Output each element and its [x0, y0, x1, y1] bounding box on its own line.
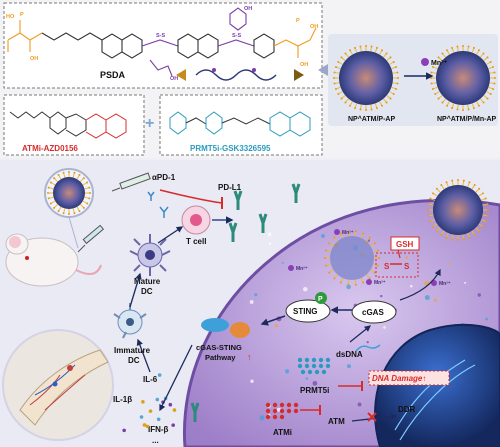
mn-ion-icon: [421, 58, 429, 66]
dna-damage-label: DNA Damage↑: [372, 374, 426, 383]
np-left-particle: [333, 45, 399, 111]
mouse-illustration: [5, 233, 102, 287]
psda-label: PSDA: [100, 70, 126, 80]
svg-text:Mn²⁺: Mn²⁺: [342, 230, 354, 236]
injection-syringe: [77, 224, 105, 253]
prmt5i-molecules: [297, 357, 331, 375]
dc-to-tcell-arrow: [157, 226, 184, 244]
immature-dc: [113, 303, 147, 339]
pd-l1-label: PD-L1: [218, 183, 242, 192]
sting-label: STING: [293, 307, 317, 316]
polymer-chain-graphic: [176, 68, 304, 81]
cytokine-particles: [122, 373, 177, 433]
dsdna-strand: [355, 344, 381, 352]
ss-labels: S-S S-S OH OH: [156, 6, 252, 82]
gsh-label: GSH: [396, 240, 414, 249]
atmi-molecules: [265, 402, 299, 420]
ddr-label: DDR: [398, 405, 416, 414]
phosphonate-groups: HO P OH P OH OH: [6, 12, 318, 68]
atmi-structure: [9, 111, 127, 139]
blocked-x-mark: [367, 412, 377, 422]
anti-pd1-block-line: [159, 189, 223, 204]
t-cell: [181, 205, 211, 235]
cgas-label: cGAS: [362, 308, 384, 317]
prmt5i-label: PRMT5i: [300, 386, 329, 395]
il6-label: IL-6: [143, 375, 158, 384]
ellipsis-label: ...: [152, 436, 159, 445]
disulfide-box: [375, 252, 419, 278]
atmi-box: [3, 94, 145, 156]
svg-text:Mn²⁺: Mn²⁺: [374, 280, 386, 286]
svg-text:OH: OH: [310, 24, 318, 30]
disulfide-s2: S: [404, 262, 410, 271]
svg-text:HO: HO: [6, 14, 15, 20]
mn-ion-label: Mn²⁺: [431, 60, 447, 67]
svg-text:Mn²⁺: Mn²⁺: [439, 281, 451, 287]
bone-tumor-inset: [2, 329, 114, 441]
dsdna-label: dsDNA: [336, 350, 363, 359]
gsh-cleave-line: [397, 249, 401, 259]
np-left-label: NP^ATM/P-AP: [348, 115, 395, 123]
antibody-icons: [147, 191, 169, 218]
mn-to-cgas-arrow: [399, 268, 441, 301]
np-right-label: NP^ATM/P/Mn-AP: [437, 115, 497, 123]
cytokine-to-dc-arrow: [136, 338, 151, 373]
maturation-arrow: [129, 272, 142, 308]
disulfide-s1: S: [384, 262, 390, 271]
np-panel-pointer: [318, 64, 328, 76]
t-cell-label: T cell: [186, 237, 206, 246]
prmt5i-compound-label: PRMT5i-GSK3326595: [190, 144, 271, 153]
prmt5i-box: [159, 94, 323, 156]
prmt5i-structure: [169, 111, 311, 137]
phospho-label: P: [318, 296, 323, 303]
atm-label: ATM: [328, 417, 345, 426]
sting-node: [285, 299, 331, 323]
dsdna-to-cgas-arrow: [349, 325, 372, 343]
membrane-proteins: [190, 183, 301, 422]
svg-text:OH: OH: [30, 56, 38, 62]
svg-text:OH: OH: [300, 62, 308, 68]
atmi-label: ATMi: [273, 428, 292, 437]
pathway-proteins-icon: [201, 318, 250, 338]
atmi-compound-label: ATMi-AZD0156: [22, 144, 78, 153]
sting-to-pathway-arrow: [260, 315, 286, 326]
svg-text:P: P: [20, 12, 24, 18]
svg-text:Mn²⁺: Mn²⁺: [296, 266, 308, 272]
mature-dc: [129, 234, 171, 276]
anti-pd1-label: αPD-1: [152, 173, 176, 182]
svg-text:OH: OH: [244, 6, 252, 12]
psda-structure: [7, 7, 317, 77]
cgas-node: [351, 300, 397, 324]
il1b-label: IL-1β: [113, 395, 132, 404]
dna-helix: [394, 359, 476, 441]
pathway-to-cytokines-arrow: [159, 344, 193, 412]
pathway-up-arrow: ↑: [247, 352, 252, 362]
np-right-particle: [430, 45, 496, 111]
svg-text:OH: OH: [170, 76, 178, 82]
svg-text:S-S: S-S: [156, 33, 166, 39]
svg-text:P: P: [296, 18, 300, 24]
np-magnifier: [44, 168, 94, 249]
ifnb-label: IFN-β: [148, 425, 169, 434]
anti-pd1-syringe: [111, 172, 151, 192]
phospho-badge: [315, 292, 327, 304]
plus-sign: +: [145, 115, 154, 132]
nucleus: [374, 323, 500, 447]
dna-damage-box: [368, 370, 450, 386]
gsh-box: [390, 236, 420, 251]
svg-text:S-S: S-S: [232, 33, 242, 39]
np-disassembling: [324, 230, 380, 286]
np-entering-cell: [427, 179, 489, 241]
